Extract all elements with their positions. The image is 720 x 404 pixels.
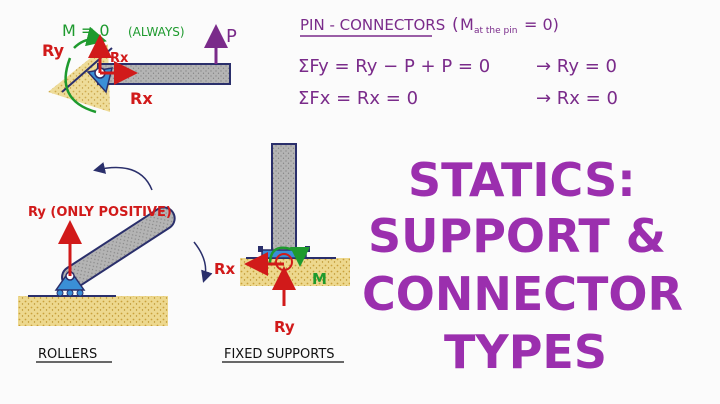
roller-diagram: Ry (ONLY POSITIVE) ROLLERS [18, 205, 176, 363]
roller-ry-label: Ry (ONLY POSITIVE) [28, 205, 172, 220]
title-block: STATICS: SUPPORT & CONNECTOR TYPES [362, 153, 683, 379]
equation-line-1: ΣFy = Ry − P + P = 0 [298, 56, 490, 77]
fixed-caption: FIXED SUPPORTS [224, 347, 335, 362]
equations-paren: ( [452, 15, 459, 35]
roller-wheel-1 [56, 289, 64, 297]
fixed-rx-label: Rx [214, 260, 236, 278]
pin-equations: PIN - CONNECTORS ( M at the pin = 0) ΣFy… [298, 15, 618, 109]
title-line-1: STATICS: [408, 153, 636, 207]
roller-wheel-3 [76, 289, 84, 297]
title-line-2: SUPPORT & [368, 209, 666, 263]
equations-heading-rest: = 0) [524, 15, 559, 34]
pin-moment-arrow [73, 26, 107, 49]
fixed-bolt-left [258, 246, 263, 252]
fixed-diagram: Rx Ry M FIXED SUPPORTS [214, 143, 350, 363]
pin-rx-label: Rx [130, 89, 153, 108]
pin-rx-top-label: Rx [110, 51, 129, 66]
equations-heading: PIN - CONNECTORS [300, 16, 445, 34]
pin-moment-arc [64, 57, 97, 114]
roller-ground [18, 296, 168, 326]
fixed-bolt-right [305, 246, 310, 252]
rotate-arrow-bottom [193, 241, 213, 283]
pin-load-label: P [226, 26, 237, 47]
fixed-ry-label: Ry [274, 318, 295, 336]
rotate-arrow-top [93, 162, 153, 191]
roller-wheel-2 [66, 289, 74, 297]
pin-diagram: M = 0 (ALWAYS) Ry Rx Rx P [42, 21, 237, 114]
fixed-column [271, 143, 297, 253]
title-line-3: CONNECTOR [362, 267, 683, 321]
equation-line-2-result: → Rx = 0 [536, 88, 618, 109]
equation-line-2: ΣFx = Rx = 0 [298, 88, 418, 109]
pin-ry-label: Ry [42, 41, 65, 60]
equations-heading-sub: at the pin [474, 26, 517, 36]
fixed-ground [240, 258, 350, 286]
pin-moment-label: M = 0 [62, 21, 110, 40]
fixed-m-label: M [312, 270, 327, 288]
title-line-4: TYPES [444, 325, 607, 379]
roller-caption: ROLLERS [38, 347, 97, 362]
fixed-moment-arrow [268, 246, 310, 267]
equations-heading-m: M [460, 15, 474, 34]
pin-always-label: (ALWAYS) [128, 25, 185, 39]
equation-line-1-result: → Ry = 0 [536, 56, 617, 77]
